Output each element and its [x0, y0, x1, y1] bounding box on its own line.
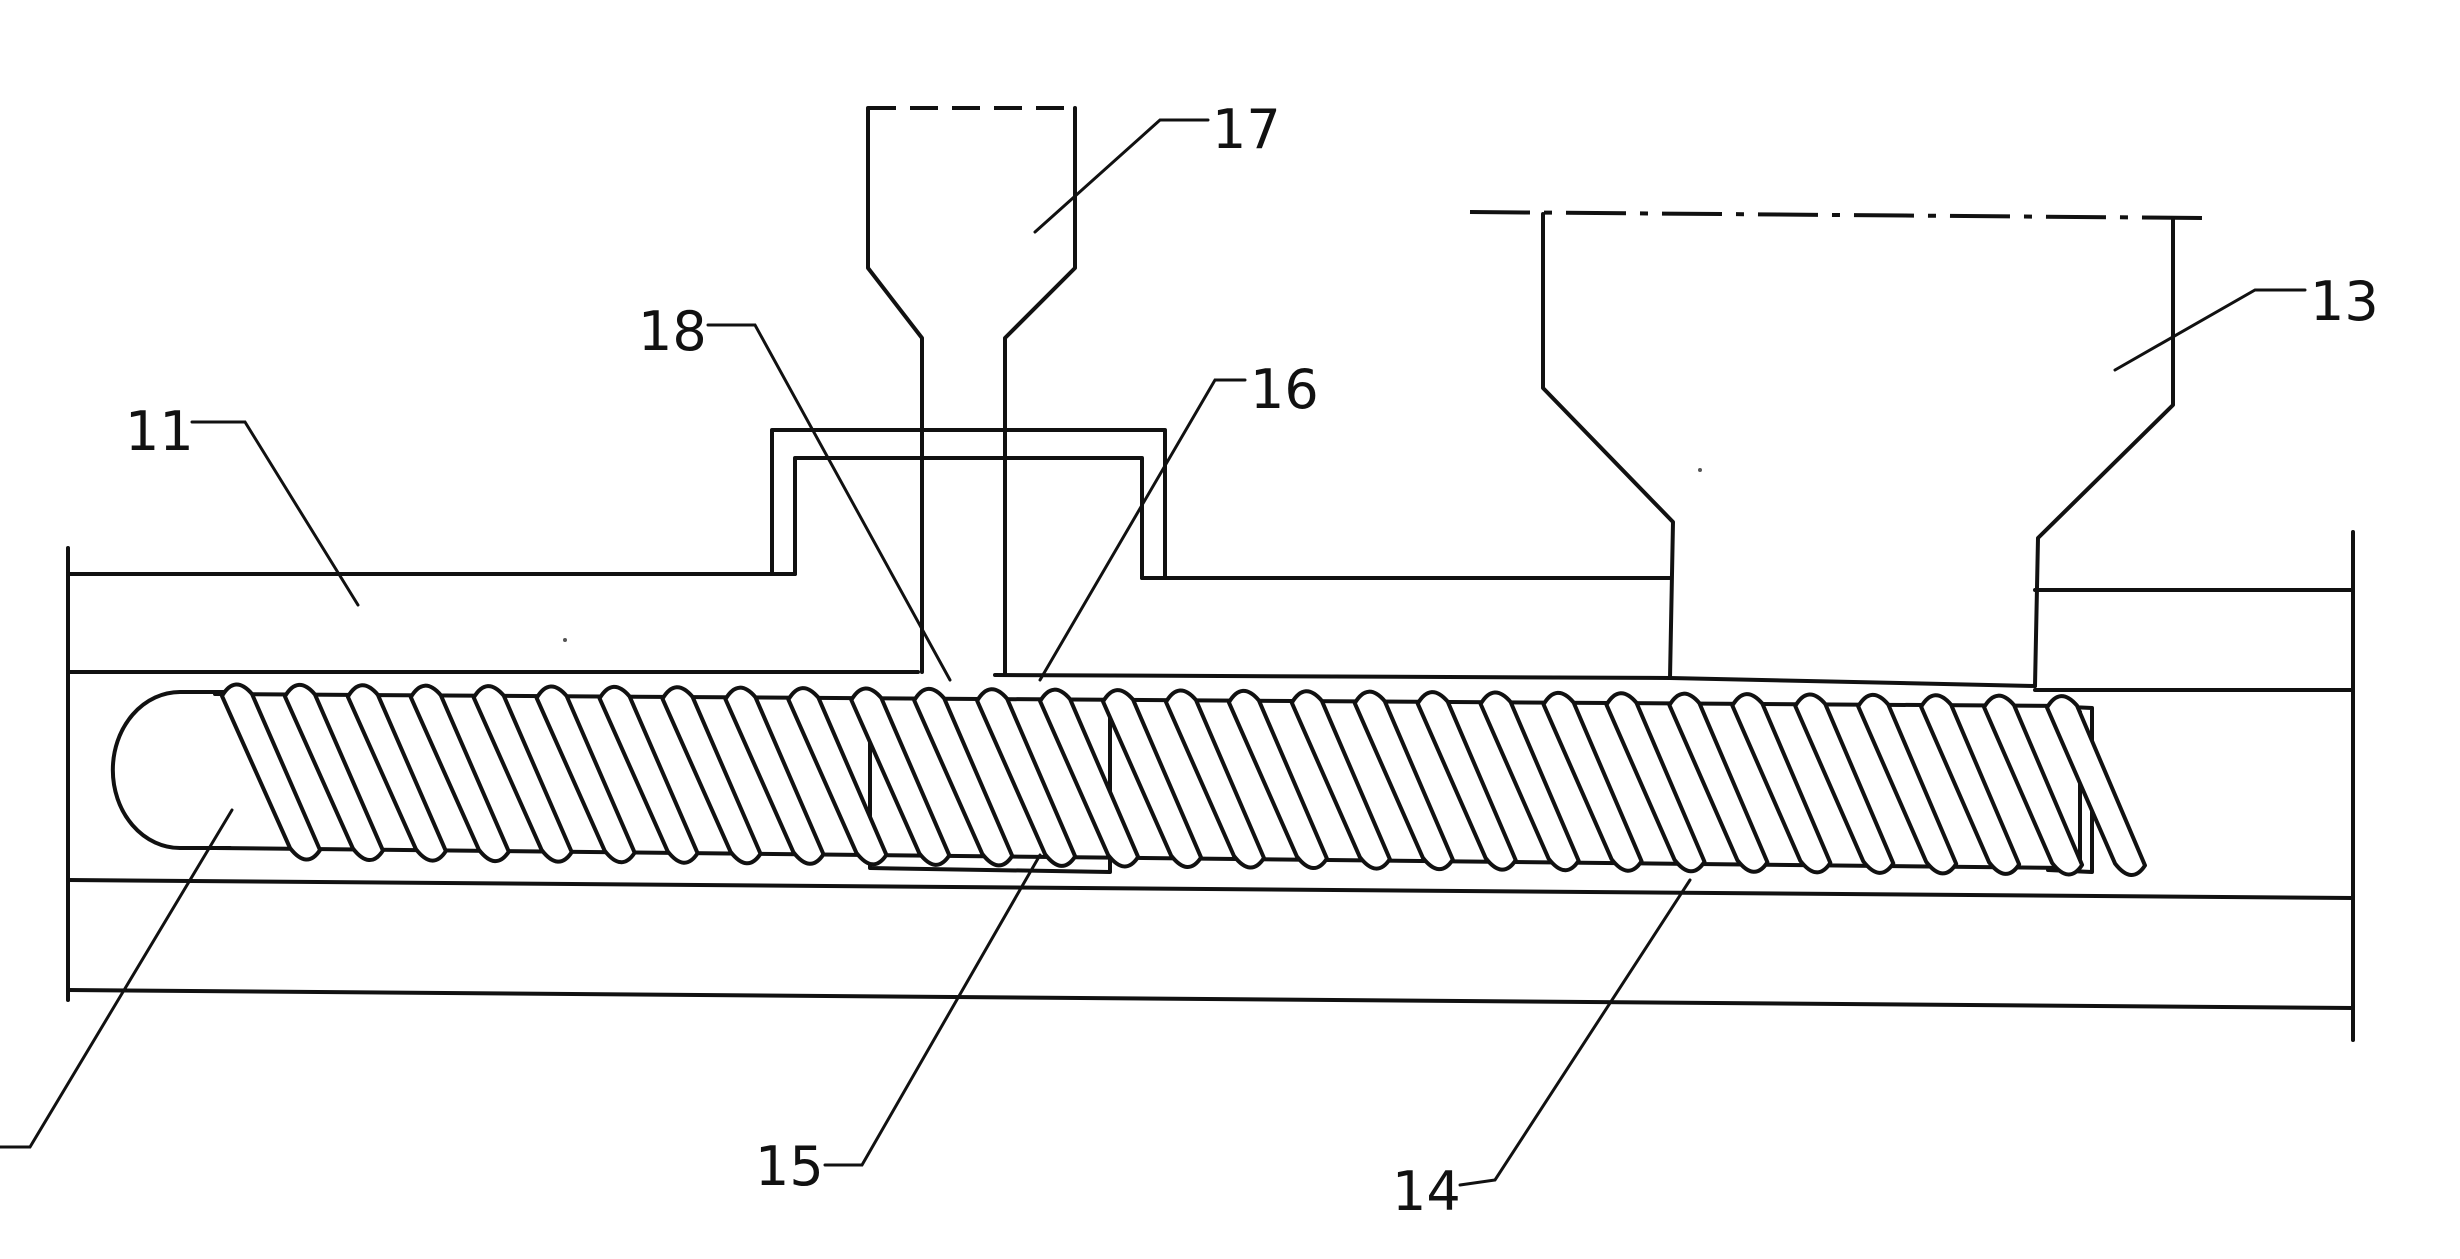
screw-flight — [1541, 690, 1644, 873]
screw-flight — [849, 686, 952, 867]
screw-flight — [723, 685, 826, 866]
label-11: 11 — [125, 400, 194, 463]
screw-flight — [2045, 694, 2147, 877]
screw-flight — [597, 684, 700, 865]
label-15: 15 — [755, 1135, 824, 1198]
hopper — [1469, 210, 2206, 688]
screw-flight — [1793, 692, 1896, 875]
feeder-nozzle — [866, 106, 1077, 677]
screw-flight — [1856, 692, 1959, 876]
screw-flight — [1163, 688, 1266, 870]
screw-flight — [220, 682, 322, 862]
screw-flight — [1982, 693, 2085, 877]
screw-flight — [1352, 689, 1455, 872]
reference-numerals: 17 13 18 16 11 15 14 — [125, 98, 2379, 1223]
screw-flight — [1919, 693, 2022, 876]
leader-lines — [0, 118, 2307, 1187]
screw-flight — [534, 684, 637, 865]
barrel-housing — [66, 530, 2355, 1042]
label-18: 18 — [638, 300, 707, 363]
label-14: 14 — [1392, 1160, 1461, 1223]
screw-flight — [345, 683, 448, 863]
screw-flight — [1101, 688, 1204, 869]
label-13: 13 — [2310, 270, 2379, 333]
screw-flight — [912, 686, 1015, 868]
screw-flight — [471, 684, 574, 864]
screw-flight — [1730, 692, 1833, 875]
screw-flight — [1667, 691, 1770, 874]
screw-flight — [1038, 687, 1141, 869]
screw-flight — [282, 682, 385, 863]
screw — [110, 682, 2147, 877]
screw-flight — [1478, 690, 1581, 873]
screw-flight — [786, 686, 889, 867]
screw-flight — [1226, 688, 1329, 871]
screw-flight — [1289, 689, 1392, 871]
screw-flight — [660, 685, 763, 866]
screw-flight — [1604, 691, 1707, 874]
scan-marks — [563, 468, 1702, 642]
screw-flight — [408, 683, 511, 864]
screw-flight — [975, 687, 1078, 868]
screw-flight — [1415, 690, 1518, 872]
feed-block — [770, 428, 1167, 580]
label-16: 16 — [1250, 358, 1319, 421]
label-17: 17 — [1212, 98, 1281, 161]
screw-flights — [220, 682, 2147, 877]
